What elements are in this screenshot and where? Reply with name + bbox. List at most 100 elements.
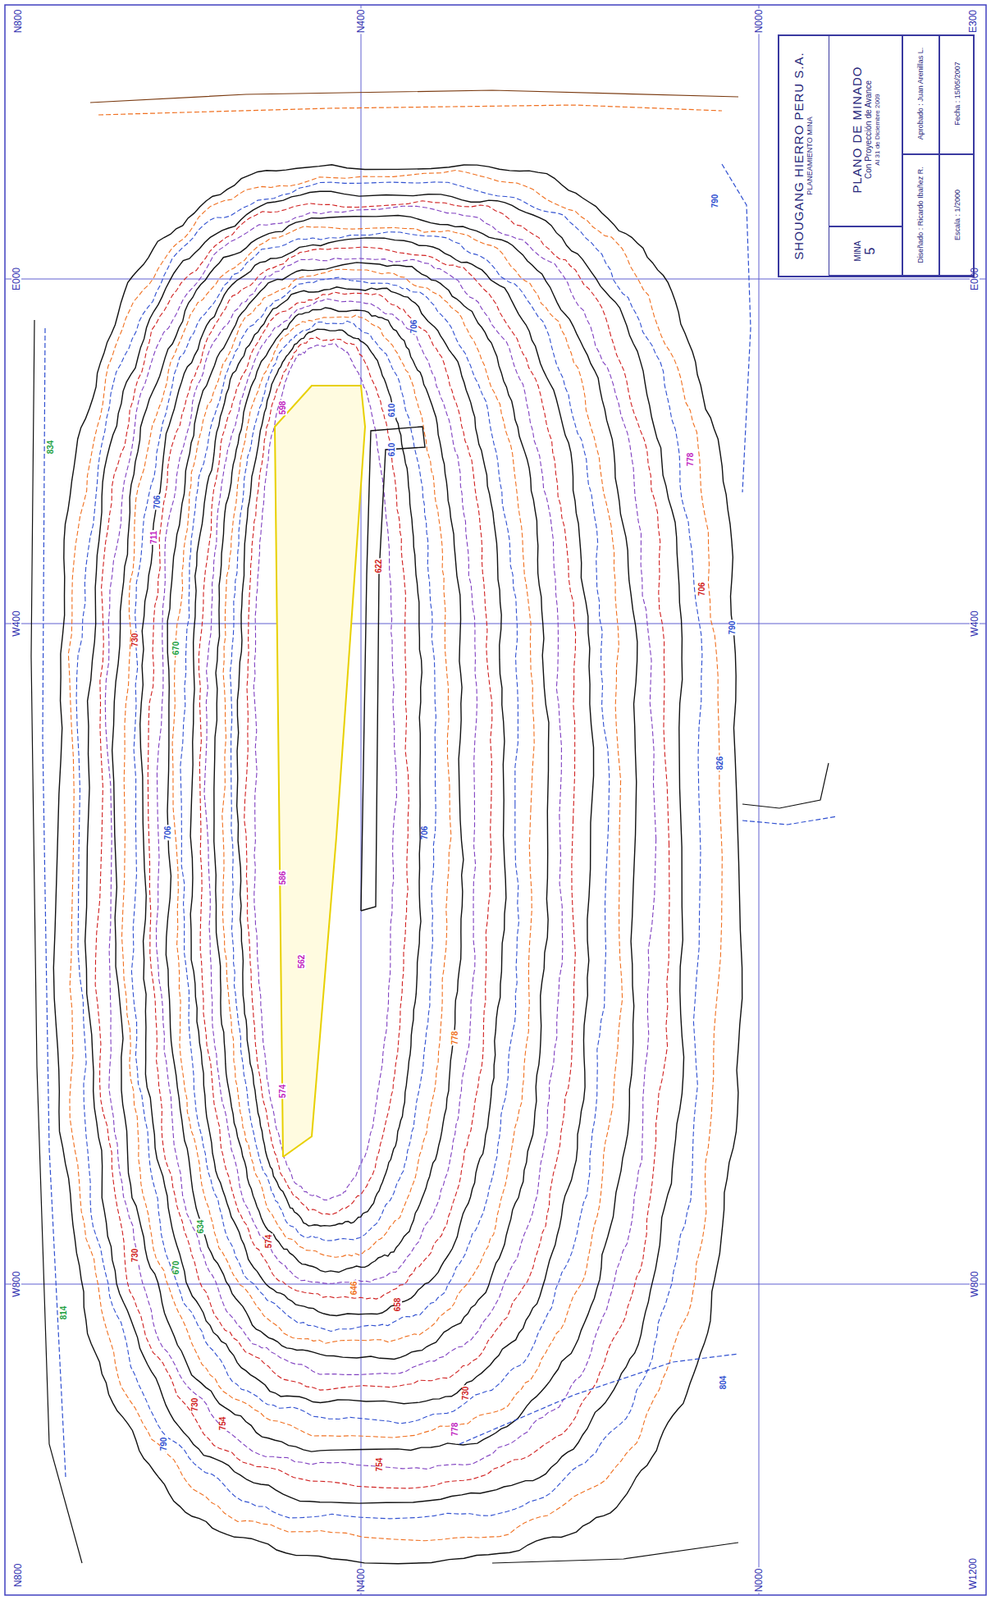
bench-contour — [204, 298, 478, 1284]
grid-line — [4, 278, 987, 280]
grid-coordinate: E000 — [969, 266, 980, 292]
terrain-line — [459, 1353, 739, 1444]
grid-coordinate: W400 — [11, 609, 22, 637]
contour-elevation: 834 — [46, 439, 55, 456]
bench-contour — [180, 277, 520, 1331]
contour-elevation: 706 — [153, 494, 162, 511]
grid-line — [4, 1283, 987, 1285]
bench-contour — [85, 191, 685, 1503]
contour-elevation: 586 — [278, 870, 288, 886]
bench-contour — [105, 205, 656, 1469]
bench-contour — [68, 169, 722, 1540]
terrain-line — [31, 319, 83, 1563]
terrain-line — [98, 105, 722, 115]
contour-elevation: 622 — [374, 558, 384, 575]
contour-elevation: 778 — [451, 1030, 460, 1046]
bench-contour — [229, 320, 436, 1241]
subtitle-text: 5 — [863, 229, 878, 273]
map-frame — [4, 4, 987, 1595]
title-block: SHOUGANG HIERRO PERU S.A.PLANEAMIENTO MI… — [777, 34, 975, 278]
contour-elevation: 598 — [278, 400, 288, 416]
bench-contour — [155, 258, 562, 1375]
bench-contour — [121, 226, 622, 1438]
bench-contour — [112, 214, 638, 1452]
grid-line — [4, 623, 987, 625]
contour-elevation: 730 — [461, 1385, 471, 1402]
contour-elevation: 706 — [420, 825, 430, 841]
contour-elevation: 574 — [264, 1233, 274, 1250]
grid-coordinate: W400 — [969, 609, 980, 637]
contour-elevation: 826 — [716, 755, 725, 772]
terrain-line — [742, 816, 837, 825]
title-text: Diseñado : Ricardo Ibañez R. — [916, 157, 925, 273]
contour-elevation: 574 — [278, 1083, 288, 1100]
terrain-line — [742, 762, 829, 809]
grid-line — [360, 4, 362, 1595]
grid-coordinate: N400 — [356, 9, 366, 35]
bench-contour — [172, 269, 535, 1343]
bench-contour — [165, 262, 549, 1360]
contour-elevation: 610 — [388, 442, 397, 458]
grid-coordinate: W1200 — [968, 1557, 978, 1590]
contour-elevation: 670 — [172, 1260, 181, 1276]
grid-coordinate: W800 — [969, 1269, 980, 1297]
title-text: PLANO DE MINADO — [849, 36, 864, 224]
pit-floor — [274, 385, 366, 1157]
contour-elevation: 634 — [196, 1219, 206, 1235]
contour-elevation: 778 — [451, 1421, 460, 1438]
terrain-line — [721, 164, 751, 493]
contour-elevation: 706 — [698, 581, 707, 598]
terrain-line — [492, 1542, 739, 1563]
date-cell: Fecha : 15/05/2007 — [939, 34, 975, 155]
title-text: MINA — [853, 229, 864, 273]
contour-elevation: 711 — [150, 529, 159, 545]
subtitle-text: Con Proyección de Avance — [863, 36, 874, 224]
bench-contour — [95, 200, 670, 1489]
designer-cell: Diseñado : Ricardo Ibañez R. — [902, 154, 940, 276]
ramp-outline — [360, 426, 425, 911]
contour-elevation: 730 — [191, 1397, 200, 1413]
contour-elevation: 730 — [131, 1247, 140, 1264]
bench-contour — [190, 287, 507, 1316]
contour-elevation: 706 — [164, 825, 173, 841]
bench-contour — [253, 342, 397, 1200]
contour-elevation: 778 — [686, 452, 695, 468]
contour-elevation: 706 — [410, 319, 419, 335]
approver-cell: Aprobado : Juan Arenillas L. — [902, 34, 940, 155]
title-block-rotator: SHOUGANG HIERRO PERU S.A.PLANEAMIENTO MI… — [777, 34, 975, 278]
title-block-frame: SHOUGANG HIERRO PERU S.A.PLANEAMIENTO MI… — [777, 34, 975, 278]
title-header: SHOUGANG HIERRO PERU S.A.PLANEAMIENTO MI… — [779, 36, 827, 276]
contour-elevation: 562 — [297, 954, 306, 970]
bench-contour — [237, 328, 423, 1226]
bench-contour — [198, 292, 492, 1299]
grid-coordinate: N400 — [356, 1567, 366, 1594]
contour-elevation: 610 — [388, 402, 397, 419]
grid-coordinate: E000 — [11, 266, 22, 292]
contour-elevation: 814 — [59, 1305, 69, 1321]
grid-coordinate: E300 — [968, 9, 978, 34]
bench-contour — [214, 307, 464, 1273]
contour-elevation: 790 — [159, 1436, 169, 1453]
grid-coordinate: N000 — [753, 1567, 764, 1594]
bench-contour — [76, 182, 703, 1519]
contour-elevation: 754 — [219, 1415, 228, 1432]
subtitle-text: Al 31 de Diciembre 2009 — [873, 36, 882, 224]
bench-contour — [147, 246, 576, 1390]
grid-line — [758, 4, 760, 1595]
contour-elevation: 790 — [711, 193, 720, 210]
bench-contour — [222, 315, 452, 1257]
contour-elevation: 670 — [172, 640, 181, 657]
grid-coordinate: W800 — [11, 1269, 22, 1297]
subtitle-text: PLANEAMIENTO MINA — [805, 36, 814, 276]
bench-contour — [140, 237, 594, 1404]
scale-cell: Escala : 1/2000 — [939, 154, 975, 276]
grid-coordinate: N800 — [13, 1562, 23, 1589]
terrain-line — [90, 90, 739, 103]
grid-coordinate: N800 — [13, 9, 23, 35]
contour-elevation: 754 — [375, 1456, 384, 1473]
title-text: Escala : 1/2000 — [953, 157, 962, 273]
title-text: SHOUGANG HIERRO PERU S.A. — [791, 36, 806, 276]
contour-elevation: 646 — [350, 1280, 359, 1297]
bench-contour — [131, 232, 609, 1424]
